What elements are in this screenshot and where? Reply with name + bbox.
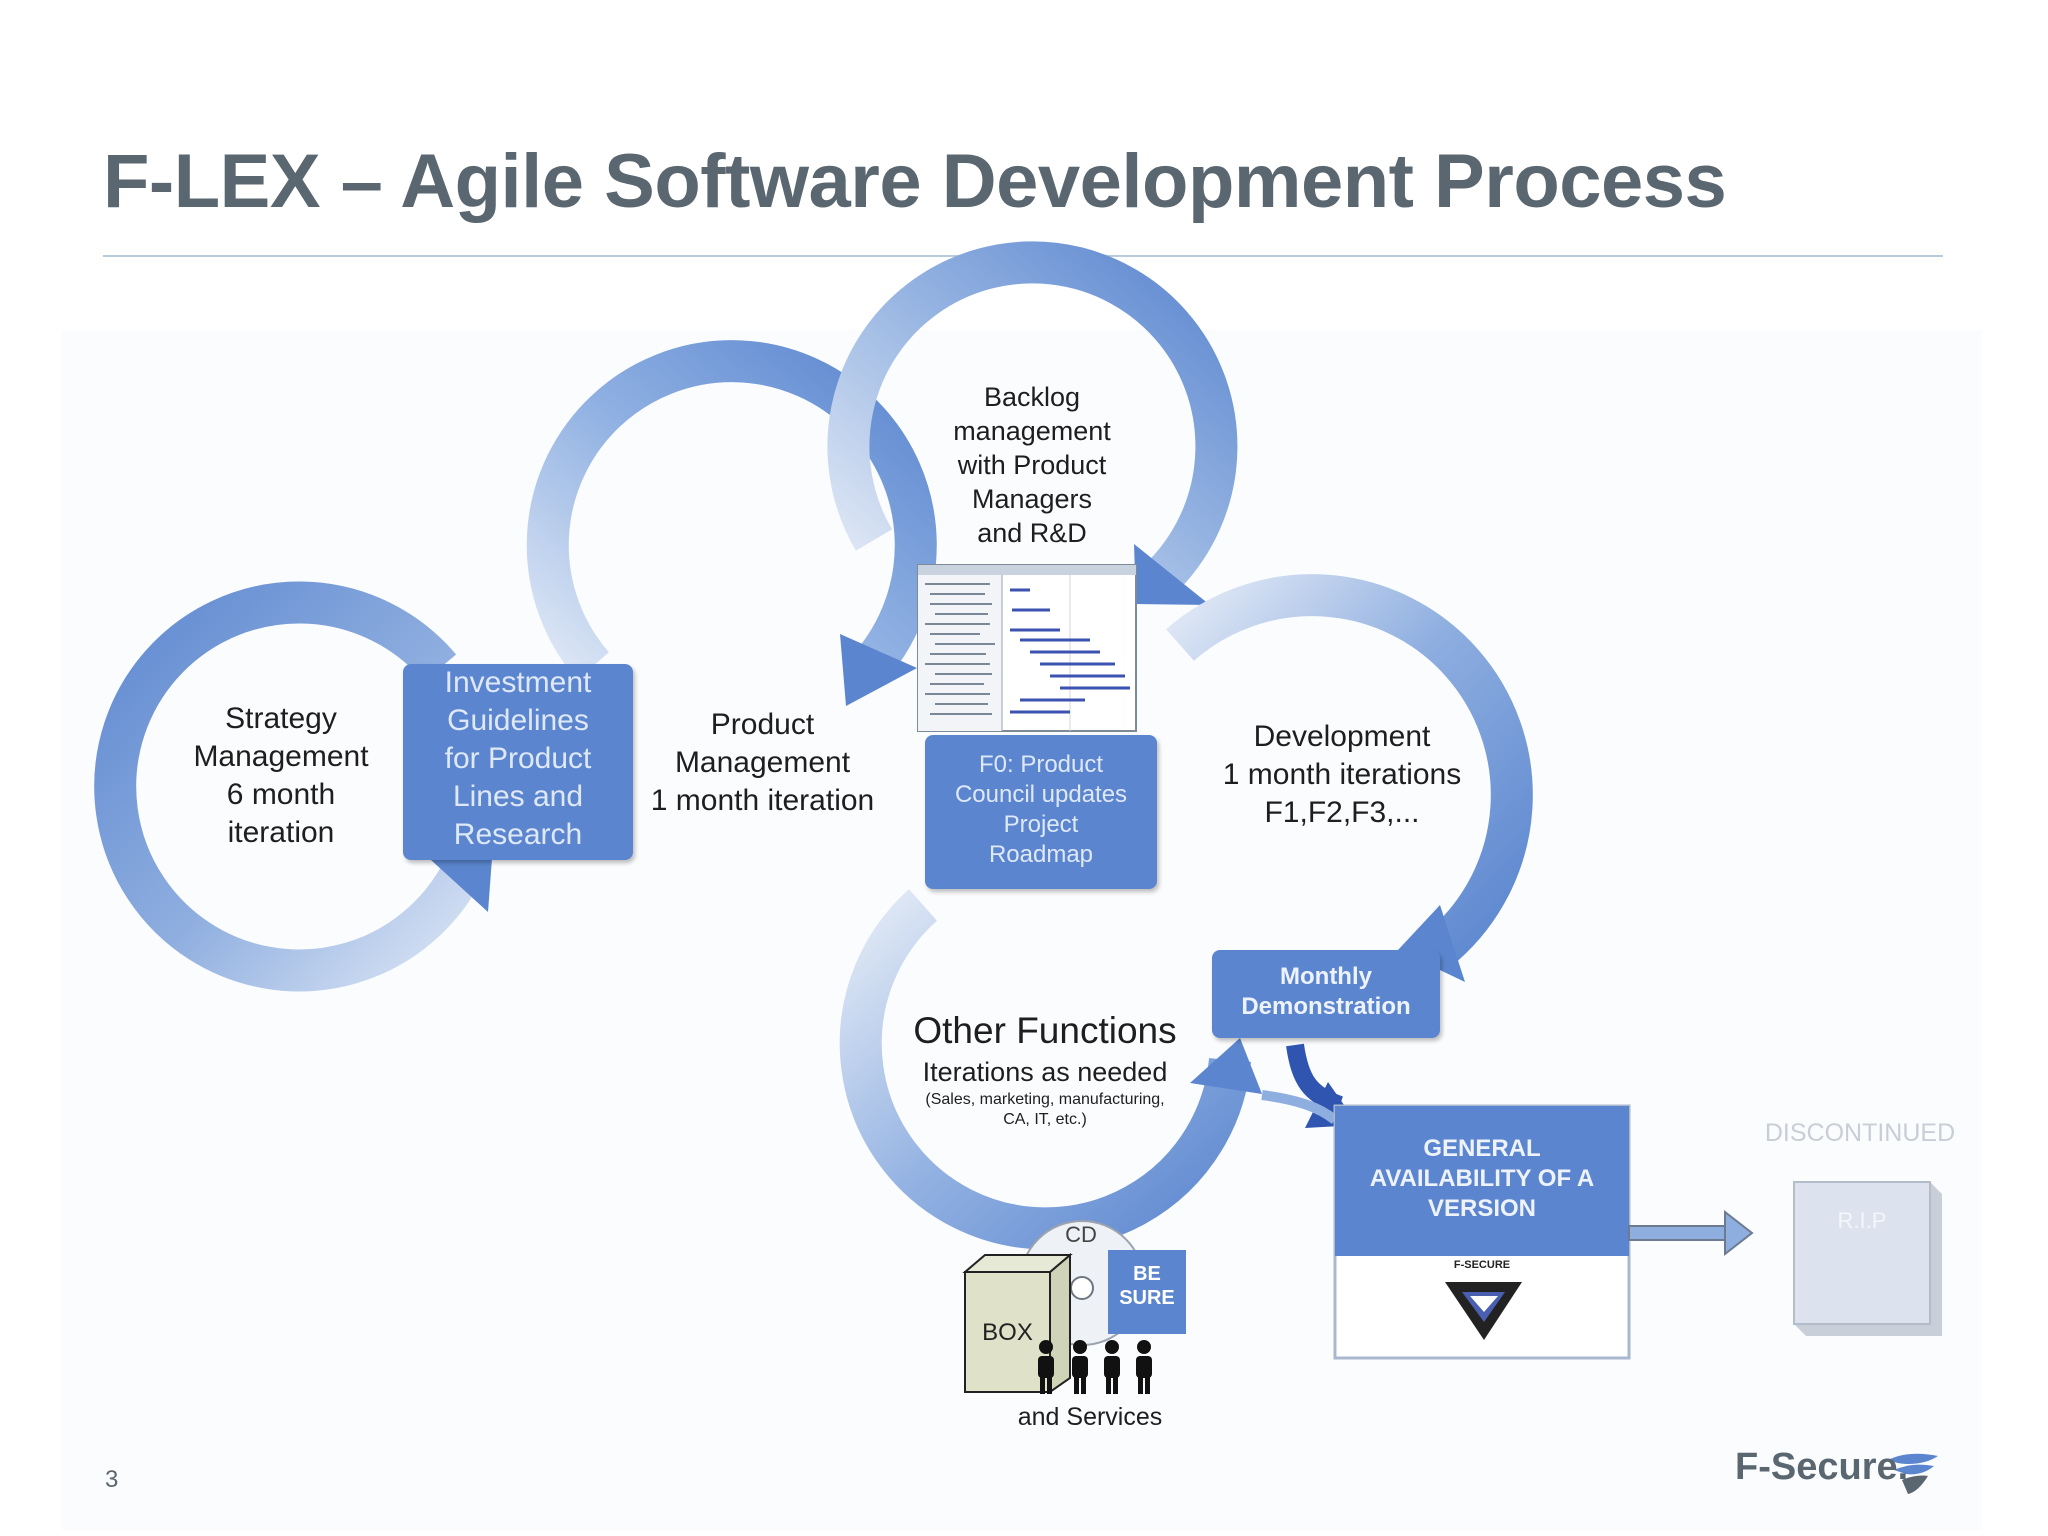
other-functions-cycle-ring: [839, 889, 1251, 1250]
page-title: F-LEX – Agile Software Development Proce…: [103, 139, 1727, 224]
backlog-spreadsheet-image: [917, 564, 1137, 732]
discontinued-label: DISCONTINUED: [1764, 1119, 1956, 1147]
rip-label: R.I.P: [1837, 1208, 1887, 1233]
product-cycle-arrowhead: [840, 634, 917, 706]
other-functions-title: Other Functions: [913, 1010, 1177, 1051]
box-icon: [964, 1271, 1051, 1393]
strategy-cycle-ring: [94, 581, 487, 992]
backlog-cycle-ring: [827, 241, 1238, 589]
other-functions-note: (Sales, marketing, manufacturing,CA, IT,…: [925, 1091, 1165, 1128]
box-label: BOX: [982, 1319, 1033, 1346]
cd-label: CD: [1065, 1222, 1097, 1247]
be-sure-badge: [1108, 1250, 1186, 1334]
backlog-cycle-arrowhead: [1134, 544, 1210, 605]
product-cycle-ring: [526, 340, 937, 686]
investment-guidelines-box: [403, 664, 633, 860]
products-and-services-graphic: [962, 1220, 1186, 1394]
be-sure-label: BE SURE: [1119, 1263, 1175, 1309]
monthly-demonstration-box: [1212, 950, 1440, 1038]
people-icons: [1038, 1340, 1152, 1394]
development-cycle-arrowhead: [1398, 905, 1465, 982]
page-number: 3: [105, 1466, 119, 1493]
other-functions-subtitle: Iterations as needed: [922, 1057, 1168, 1087]
other-functions-cycle-arrowhead: [1190, 1038, 1262, 1094]
f0-council-box: [925, 735, 1157, 889]
and-services-label: and Services: [1017, 1403, 1163, 1431]
f-secure-product-icon: [1445, 1282, 1522, 1340]
development-cycle-ring: [1166, 574, 1533, 961]
f-secure-logo: F-Secure.: [1735, 1446, 1909, 1488]
ga-brand-label: F-SECURE: [1453, 1259, 1511, 1271]
release-to-discontinued-arrow: [1628, 1225, 1730, 1241]
f-secure-logo-icon: [1888, 1453, 1938, 1494]
discontinued-rip-box: [1793, 1181, 1942, 1336]
